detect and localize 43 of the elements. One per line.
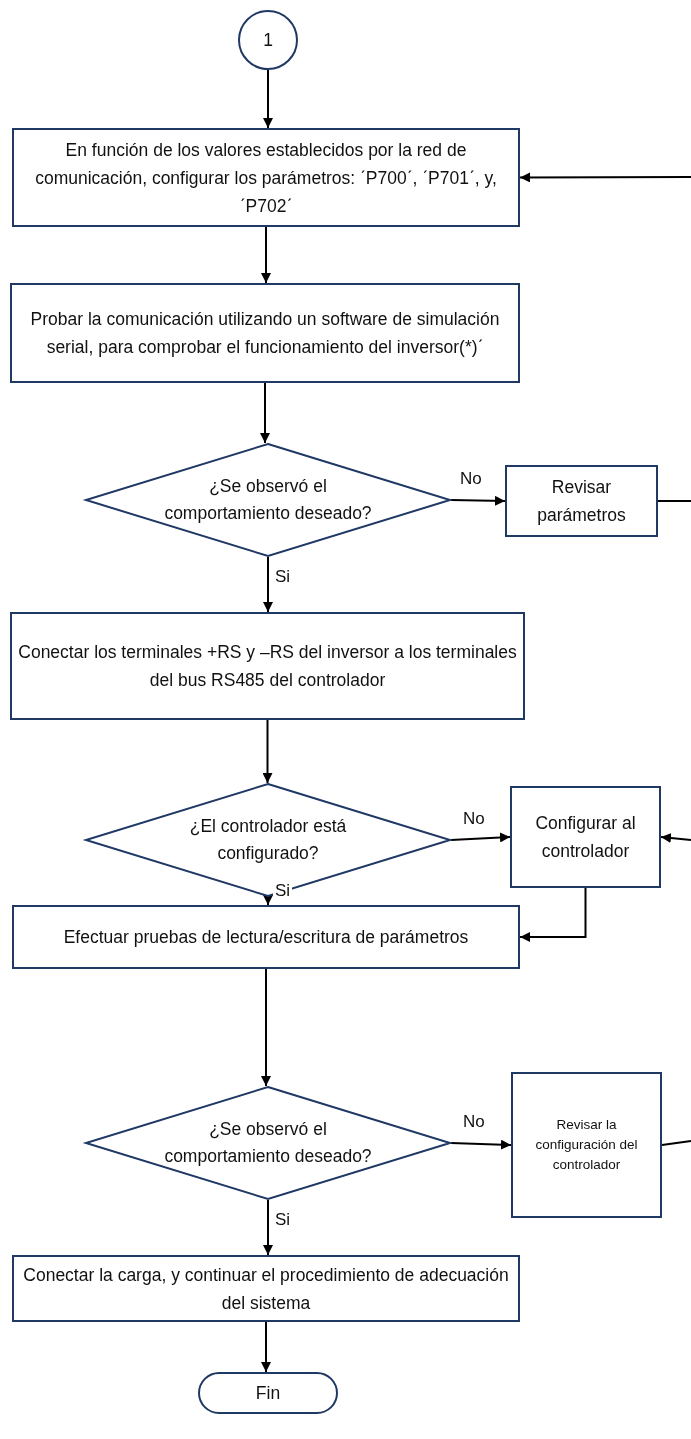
process-box <box>511 1072 662 1218</box>
node-text: ¿Se observó el comportamiento deseado? <box>163 475 373 525</box>
process-box <box>12 1255 520 1322</box>
arrow <box>450 495 506 506</box>
node-text: ¿Se observó el comportamiento deseado? <box>163 1118 373 1168</box>
arrow <box>260 382 270 444</box>
arrow <box>263 1199 273 1256</box>
node-text: En función de los valores establecidos por la red de comunicación, configurar los parámetros: ˊP700ˊ, ˊP701ˊ, y, ˊP702ˊ <box>34 138 498 218</box>
process-box <box>10 612 525 720</box>
node-text: Conectar la carga, y continuar el procedimiento de adecuación del sistema <box>22 1263 510 1315</box>
arrow <box>261 968 271 1087</box>
process-box <box>12 905 520 969</box>
arrow <box>519 887 587 942</box>
node-text: Fin <box>254 1382 282 1405</box>
node-text: Probar la comunicación utilizando un software de simulación serial, para comprobar el funcionamiento del inversor(*)ˊ <box>29 308 501 359</box>
arrow <box>660 833 691 843</box>
node-text: Configurar al controlador <box>534 812 637 863</box>
decision-diamond <box>85 443 451 557</box>
process-box <box>510 786 661 888</box>
arrow <box>263 69 273 129</box>
arrow <box>450 832 511 843</box>
node-text: ¿El controlador está configurado? <box>188 815 348 865</box>
decision-diamond <box>85 783 451 897</box>
process-box <box>505 465 658 537</box>
node-text: Revisar parámetros <box>536 476 627 527</box>
arrow <box>261 226 271 284</box>
connector-line <box>661 1140 691 1146</box>
arrow <box>450 1139 512 1150</box>
connector-line <box>657 500 691 502</box>
process-box <box>12 128 520 227</box>
node-text: Conectar los terminales +RS y –RS del inversor a los terminales del bus RS485 del controlador <box>17 641 518 692</box>
decision-diamond <box>85 1086 451 1200</box>
node-text: Revisar la configuración del controlador <box>534 1116 639 1174</box>
node-text: Efectuar pruebas de lectura/escritura de parámetros <box>62 926 470 949</box>
process-box <box>10 283 520 383</box>
arrow <box>519 172 691 183</box>
terminator <box>198 1372 338 1414</box>
connector-circle <box>238 10 298 70</box>
arrow <box>261 1321 271 1373</box>
arrow <box>262 719 273 784</box>
node-text: 1 <box>262 29 274 52</box>
arrow <box>263 556 273 613</box>
arrow <box>263 895 273 906</box>
